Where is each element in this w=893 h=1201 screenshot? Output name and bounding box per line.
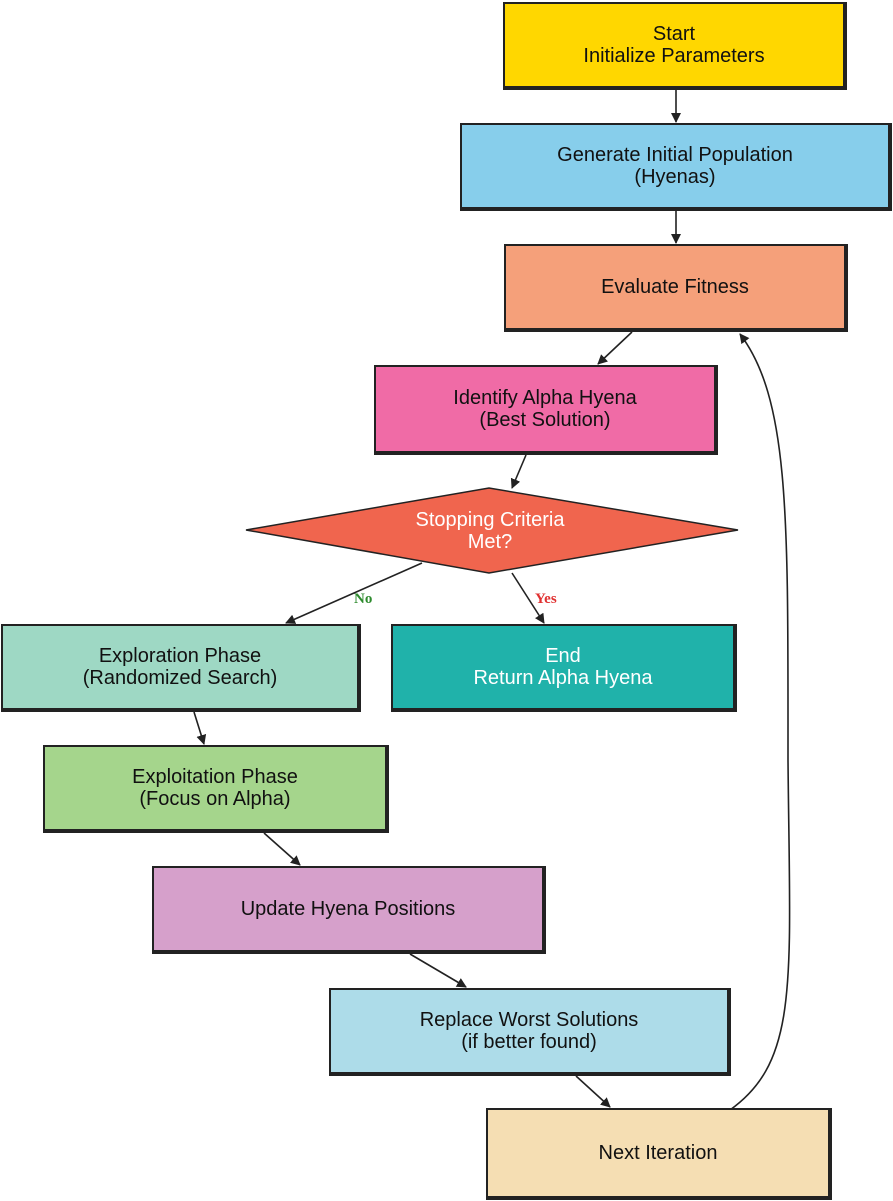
arrow-update-to-replace (409, 953, 467, 988)
arrow-exploration-to-exploitation (193, 711, 207, 745)
update-positions-node: Update Hyena Positions (152, 866, 546, 954)
arrow-decision-to-end (511, 572, 545, 624)
replace-worst-node: Replace Worst Solutions (if better found… (329, 988, 731, 1076)
update-positions-label: Update Hyena Positions (240, 898, 456, 920)
end-line1: End (545, 645, 581, 667)
arrow-evaluate-to-identify (597, 331, 633, 365)
arrow-exploitation-to-update (263, 832, 301, 866)
identify-alpha-line2: (Best Solution) (479, 409, 611, 431)
exploitation-line1: Exploitation Phase (132, 766, 298, 788)
next-iteration-node: Next Iteration (486, 1108, 832, 1200)
exploration-phase-node: Exploration Phase (Randomized Search) (1, 624, 361, 712)
replace-worst-line1: Replace Worst Solutions (419, 1009, 639, 1031)
start-node: Start Initialize Parameters (503, 2, 847, 90)
replace-worst-line2: (if better found) (461, 1031, 597, 1053)
evaluate-fitness-label: Evaluate Fitness (601, 276, 749, 298)
decision-line2: Met? (467, 531, 513, 553)
generate-population-line1: Generate Initial Population (557, 144, 793, 166)
exploitation-line2: (Focus on Alpha) (139, 788, 291, 810)
end-line2: Return Alpha Hyena (473, 667, 653, 689)
exploitation-phase-node: Exploitation Phase (Focus on Alpha) (43, 745, 389, 833)
start-node-line2: Initialize Parameters (583, 45, 765, 67)
edge-label-no: No (354, 591, 373, 607)
arrow-decision-to-exploration (285, 562, 423, 624)
next-iteration-label: Next Iteration (598, 1142, 718, 1164)
evaluate-fitness-node: Evaluate Fitness (504, 244, 848, 332)
start-node-line1: Start (652, 23, 696, 45)
arrow-next-loop-to-evaluate (729, 333, 791, 1111)
decision-line1: Stopping Criteria (415, 509, 565, 531)
arrow-identify-to-decision (510, 454, 527, 489)
decision-label: Stopping Criteria Met? (330, 509, 650, 553)
identify-alpha-line1: Identify Alpha Hyena (453, 387, 637, 409)
exploration-line2: (Randomized Search) (82, 667, 278, 689)
exploration-line1: Exploration Phase (98, 645, 262, 667)
decision-diamond (245, 487, 739, 574)
identify-alpha-node: Identify Alpha Hyena (Best Solution) (374, 365, 718, 455)
edge-label-yes: Yes (535, 591, 557, 607)
generate-population-line2: (Hyenas) (634, 166, 716, 188)
generate-population-node: Generate Initial Population (Hyenas) (460, 123, 892, 211)
end-node: End Return Alpha Hyena (391, 624, 737, 712)
arrow-replace-to-next (575, 1075, 611, 1108)
